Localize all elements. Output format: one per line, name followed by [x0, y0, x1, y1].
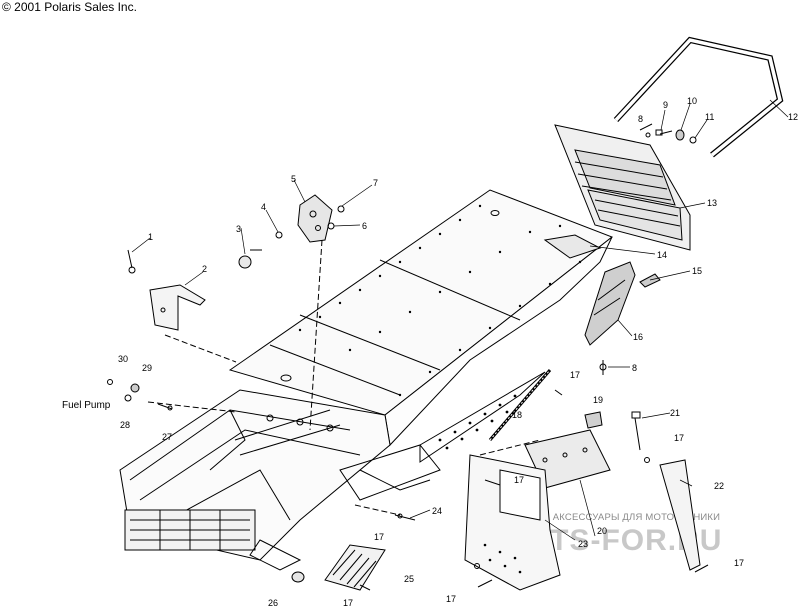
callout-18: 18	[512, 410, 522, 420]
callout-21: 21	[670, 408, 680, 418]
part-12-grab-handle	[613, 36, 784, 158]
callout-24: 24	[432, 506, 442, 516]
callout-11: 11	[705, 112, 714, 122]
part-23-footrest	[464, 454, 561, 591]
copyright-text: © 2001 Polaris Sales Inc.	[2, 0, 137, 14]
part-8-pin	[639, 123, 653, 138]
callout-17-a: 17	[570, 370, 580, 380]
part-5-plate	[297, 194, 333, 243]
callout-17-g: 17	[734, 558, 744, 568]
part-3-nut	[238, 231, 283, 269]
part-7-fastener	[337, 205, 345, 213]
callout-8-upper: 8	[638, 114, 643, 124]
callout-28: 28	[120, 420, 130, 430]
fuel-pump-label: Fuel Pump	[62, 400, 111, 411]
callout-16: 16	[633, 332, 643, 342]
callout-17-e: 17	[343, 598, 353, 607]
part-16-rail	[584, 261, 636, 346]
callout-numbers: 1 2 3 4 5 6 7 8 9 10 11 12 13 14 15 16 8…	[118, 96, 798, 607]
part-6-fastener	[327, 222, 335, 230]
callout-23: 23	[578, 539, 588, 549]
callout-7: 7	[373, 178, 378, 188]
part-30-washer	[107, 379, 113, 385]
callout-13: 13	[707, 198, 717, 208]
callout-27: 27	[162, 432, 172, 442]
callout-30: 30	[118, 354, 128, 364]
part-8-pin-lower	[599, 360, 607, 375]
watermark-tagline: ЗАПЧАСТИ И АКСЕССУАРЫ ДЛЯ МОТОТЕХНИКИ	[488, 512, 721, 523]
part-17-fasteners	[359, 389, 709, 591]
part-19-block	[584, 411, 603, 429]
part-28-nut	[124, 394, 132, 402]
callout-10: 10	[687, 96, 697, 106]
chassis-tunnel	[228, 189, 614, 463]
part-2-bracket	[149, 284, 206, 331]
callout-25: 25	[404, 574, 414, 584]
part-9-bolt	[655, 129, 673, 136]
part-11-nut	[689, 136, 697, 144]
callout-20: 20	[597, 526, 607, 536]
callout-8-lower: 8	[632, 363, 637, 373]
callout-22: 22	[714, 481, 724, 491]
callout-9: 9	[663, 100, 668, 110]
part-21-bolt	[631, 411, 641, 451]
callout-2: 2	[202, 264, 207, 274]
callout-17-f: 17	[446, 594, 456, 604]
callout-15: 15	[692, 266, 702, 276]
part-13-snow-flap	[554, 124, 691, 251]
part-25-plate	[324, 544, 386, 591]
front-bulkhead	[119, 389, 441, 571]
part-15-clip	[639, 273, 661, 288]
callout-1: 1	[148, 232, 153, 242]
part-14-bumper	[543, 234, 602, 259]
callout-3: 3	[236, 224, 241, 234]
callout-17-d: 17	[374, 532, 384, 542]
callout-29: 29	[142, 363, 152, 373]
callout-19: 19	[593, 395, 603, 405]
leader-lines	[147, 239, 541, 516]
part-26-cap	[291, 571, 305, 583]
part-18-rod	[488, 369, 552, 441]
callout-12: 12	[788, 112, 798, 122]
callout-14: 14	[657, 250, 667, 260]
part-10-washer	[675, 129, 685, 141]
part-27-screw	[157, 403, 173, 411]
part-1-bolt	[127, 249, 136, 274]
callout-17-c: 17	[514, 475, 524, 485]
callout-26: 26	[268, 598, 278, 607]
callout-5: 5	[291, 174, 296, 184]
part-24-fastener	[394, 513, 416, 521]
callout-4: 4	[261, 202, 266, 212]
part-22-strap	[659, 459, 701, 571]
part-29-mount	[130, 383, 140, 393]
callout-17-b: 17	[674, 433, 684, 443]
callout-leaders	[131, 99, 789, 541]
callout-6: 6	[362, 221, 367, 231]
